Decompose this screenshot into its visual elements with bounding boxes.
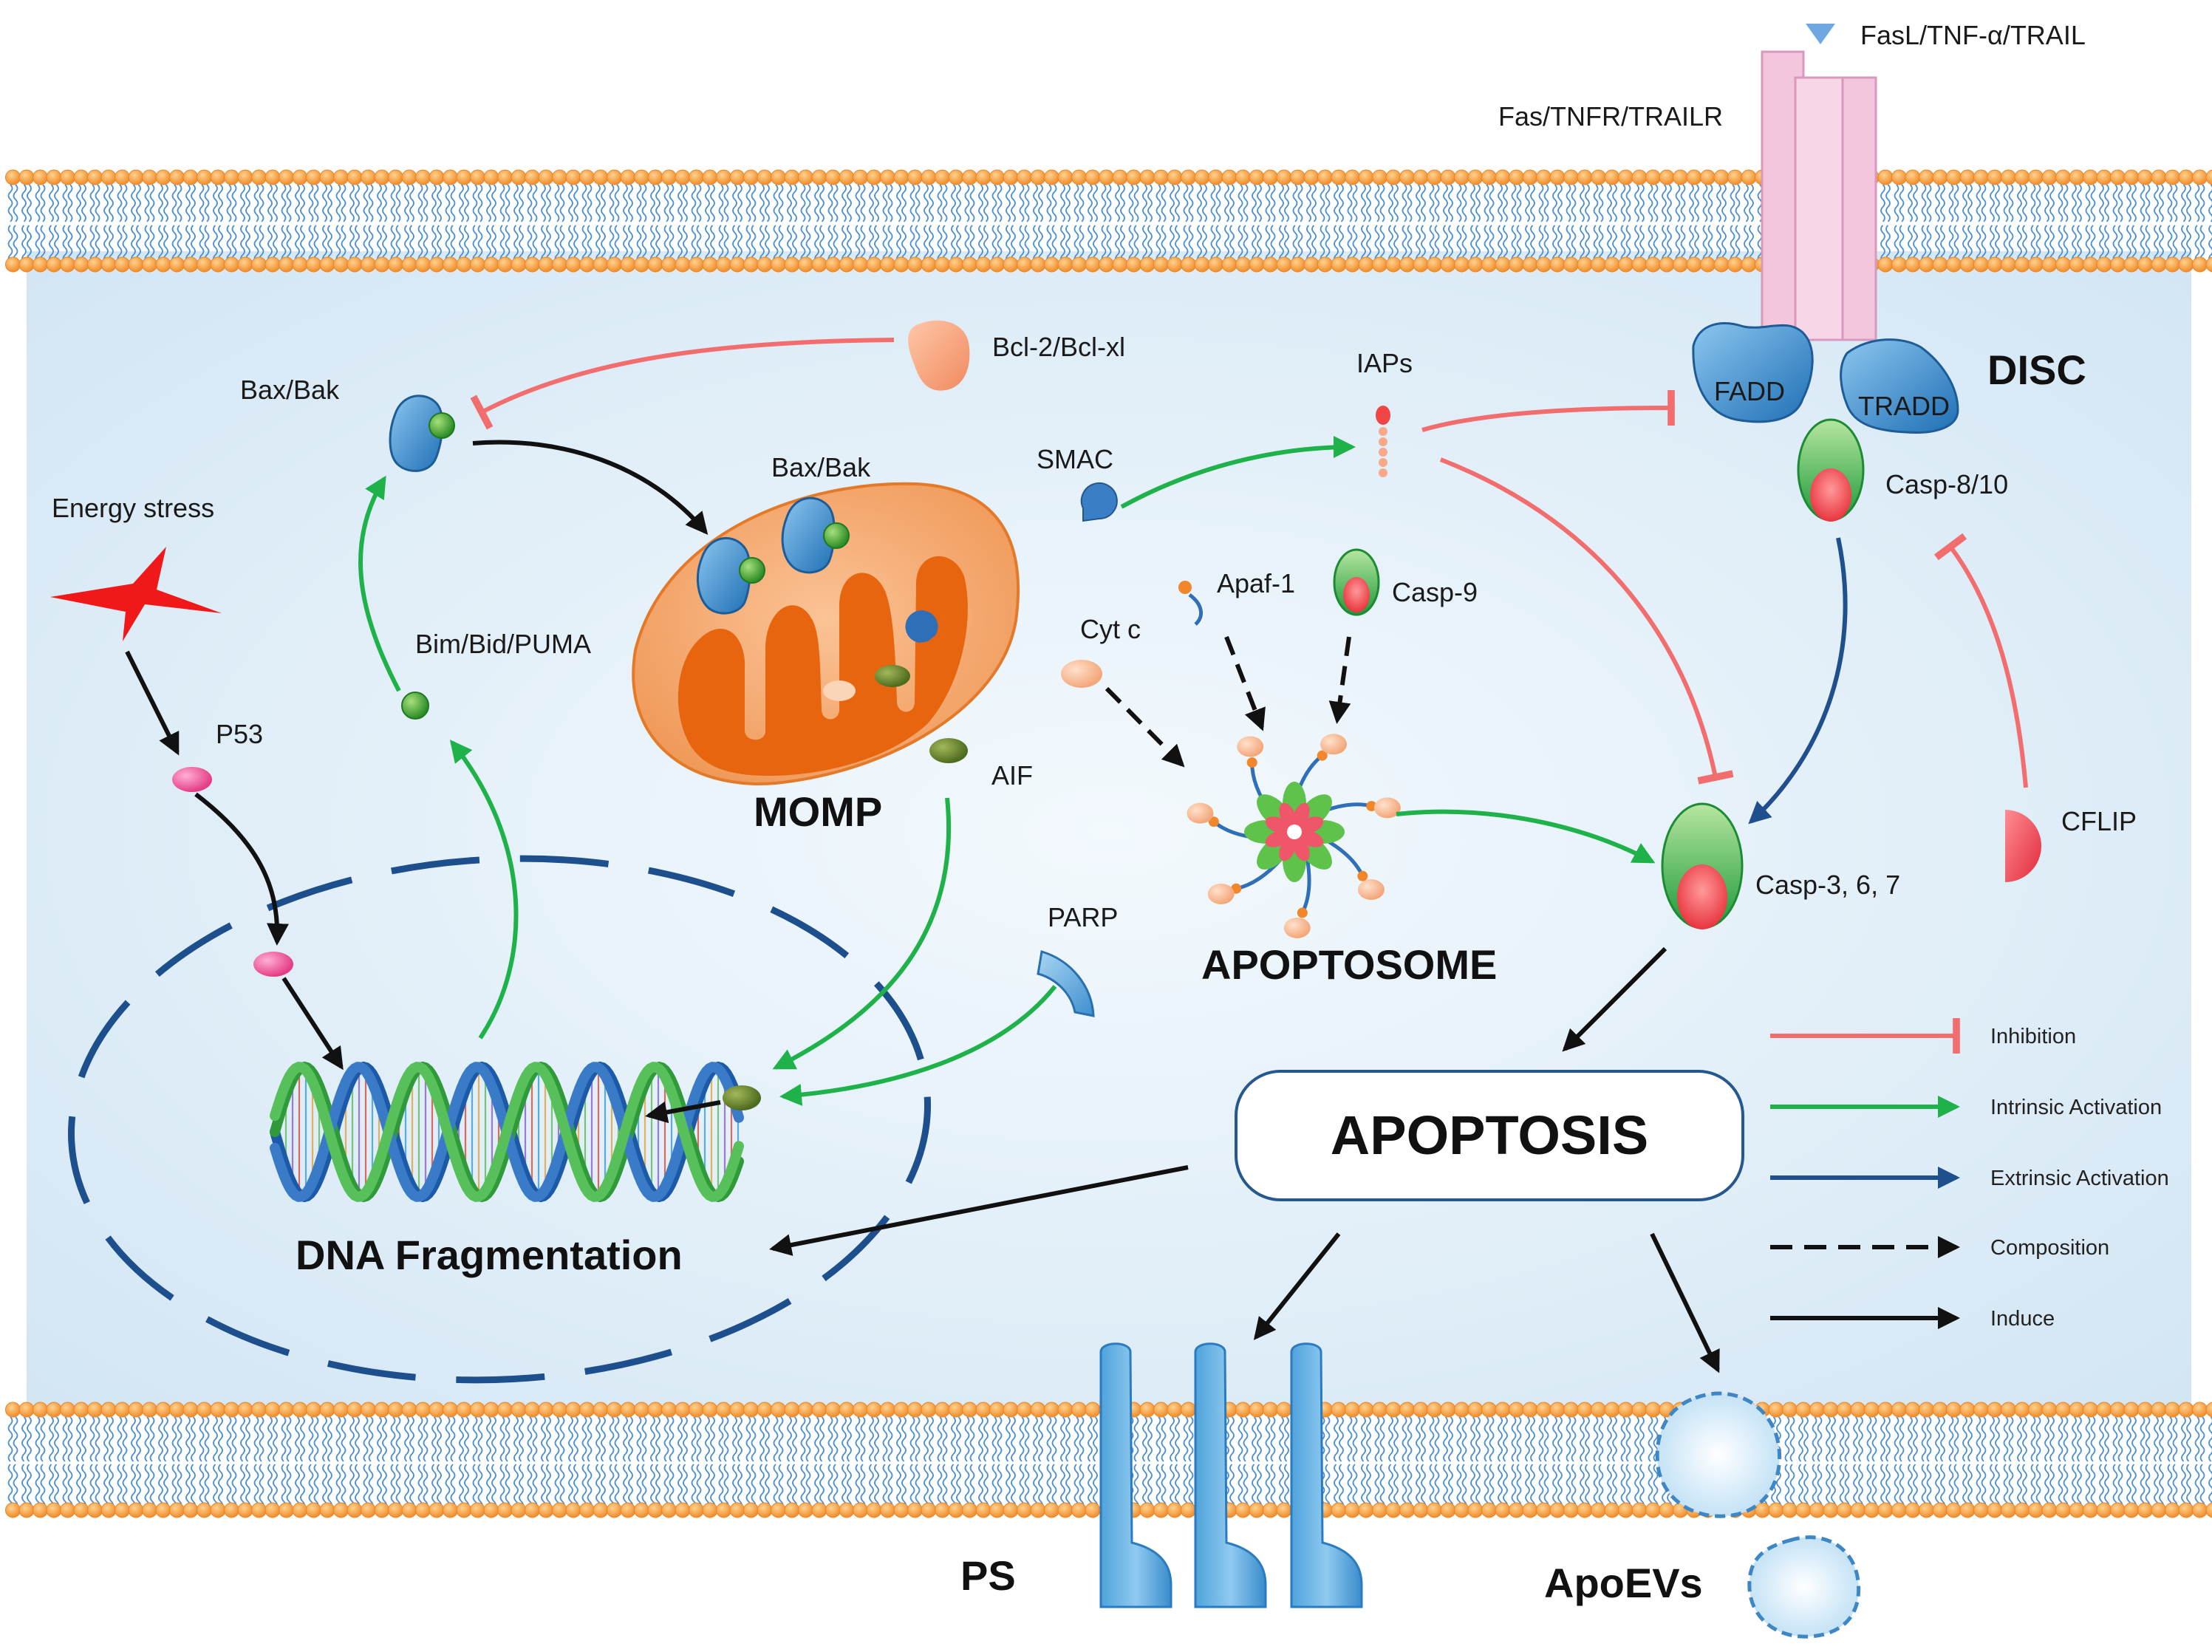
legend-item-composition: Composition: [1770, 1236, 2109, 1260]
dna-induces-bim-arrow: [449, 740, 519, 1040]
cytc-protein: [1061, 660, 1102, 688]
bax-bak-mito-label: Bax/Bak: [771, 452, 871, 482]
dna-fragmentation-label: DNA Fragmentation: [296, 1232, 683, 1278]
casp810-label: Casp-8/10: [1885, 469, 2008, 499]
ligand-triangle-icon: [1806, 24, 1835, 44]
ligand-label: FasL/TNF-α/TRAIL: [1860, 20, 2086, 50]
parp-label: PARP: [1048, 902, 1118, 932]
apaf1-label: Apaf-1: [1217, 568, 1295, 598]
pathway-arrows: [125, 338, 2028, 1373]
p53-to-dna-arrow: [281, 977, 344, 1071]
apoevs-label: ApoEVs: [1544, 1560, 1703, 1606]
plasma-membrane-bottom: [5, 1402, 2212, 1518]
cflip-inhibits-casp8-arrow: [1933, 533, 2028, 788]
legend-label: Induce: [1990, 1307, 2055, 1331]
casp9-composes-apoptosome-arrow: [1328, 636, 1351, 724]
cytc-composes-apoptosome-arrow: [1105, 686, 1185, 768]
casp3-to-apoptosis-arrow: [1562, 946, 1667, 1052]
smac-protein: [1080, 482, 1118, 522]
aif-binds-dna-arrow: [645, 1100, 721, 1124]
tradd-protein: [1840, 338, 1959, 434]
bax-bak-mito-protein: [697, 496, 850, 615]
iaps-inhibits-casp3-arrow: [1439, 457, 1734, 785]
cflip-protein: [2005, 810, 2041, 882]
apoptosis-to-dna-arrow: [769, 1165, 1189, 1256]
bcl2-inhibits-bax-arrow: [470, 338, 895, 430]
casp367-label: Casp-3, 6, 7: [1755, 870, 1900, 900]
apaf1-protein: [1178, 581, 1203, 626]
energy-stress-bolt-icon: [50, 547, 222, 641]
parp-protein: [1037, 950, 1095, 1017]
apoev-budding-vesicle: [1655, 1391, 1781, 1518]
smac-activates-iaps-arrow: [1120, 436, 1356, 509]
legend-item-intrinsic-activation: Intrinsic Activation: [1770, 1096, 2162, 1119]
bax-bak-top-protein: [389, 395, 455, 472]
apoptosis-to-ps-arrow: [1253, 1232, 1341, 1340]
fadd-protein: [1692, 322, 1814, 423]
caspase-3-6-7-icon: [1661, 802, 1744, 929]
p53-label: P53: [216, 719, 263, 749]
bcl2-protein: [908, 320, 970, 391]
apoptosome-activates-casp3-arrow: [1396, 809, 1656, 864]
caspase-8-10-icon: [1797, 418, 1865, 522]
p53-nuclear-protein: [253, 952, 293, 977]
disc-label: DISC: [1987, 347, 2086, 393]
tradd-label: TRADD: [1858, 391, 1950, 421]
legend-label: Intrinsic Activation: [1990, 1096, 2162, 1119]
nucleus-envelope: [68, 855, 931, 1384]
apoev-released-vesicle: [1747, 1535, 1861, 1639]
p53-to-nucleus-arrow: [194, 792, 289, 946]
bim-bid-puma-protein: [401, 692, 429, 720]
legend-item-induce: Induce: [1770, 1307, 2055, 1331]
caspase-9-icon: [1333, 548, 1380, 616]
legend-item-extrinsic-activation: Extrinsic Activation: [1770, 1167, 2169, 1190]
bcl2-label: Bcl-2/Bcl-xl: [992, 332, 1125, 362]
apoptosis-label: APOPTOSIS: [1331, 1105, 1648, 1166]
dna-helix: [270, 1061, 744, 1203]
aif-nuclear-protein: [723, 1085, 761, 1110]
cflip-label: CFLIP: [2061, 806, 2137, 836]
iaps-inhibits-fadd-arrow: [1421, 389, 1675, 432]
smac-label: SMAC: [1037, 444, 1113, 474]
cytc-label: Cyt c: [1080, 614, 1141, 644]
apoptosome-label: APOPTOSOME: [1201, 941, 1497, 988]
apoptosis-to-apoevs-arrow: [1650, 1232, 1720, 1373]
bim-activates-bax-arrow: [358, 475, 401, 692]
legend-label: Inhibition: [1990, 1025, 2076, 1048]
casp8-activates-casp3-arrow: [1748, 537, 1848, 825]
legend-label: Composition: [1990, 1236, 2109, 1260]
apoptosis-box: [1235, 1070, 1744, 1201]
iaps-label: IAPs: [1356, 348, 1413, 378]
casp9-label: Casp-9: [1392, 577, 1478, 607]
apaf1-composes-apoptosome-arrow: [1224, 635, 1266, 731]
aif-to-dna-arrow: [772, 797, 952, 1070]
iaps-protein: [1376, 406, 1390, 477]
legend-label: Extrinsic Activation: [1990, 1167, 2169, 1190]
aif-label: AIF: [991, 760, 1033, 791]
bax-to-mitochondria-arrow: [472, 440, 709, 535]
energy-stress-label: Energy stress: [52, 493, 214, 523]
p53-protein: [172, 767, 212, 792]
legend-item-inhibition: Inhibition: [1770, 1018, 2076, 1054]
bax-bak-top-label: Bax/Bak: [240, 375, 340, 405]
parp-to-dna-arrow: [779, 985, 1057, 1106]
apoptosome-core: [1244, 782, 1345, 882]
fadd-label: FADD: [1714, 376, 1785, 406]
aif-protein: [929, 738, 968, 763]
momp-label: MOMP: [754, 788, 882, 835]
death-receptor: [1761, 50, 1877, 341]
ps-label: PS: [960, 1552, 1016, 1599]
ps-proteins: [1099, 1342, 1363, 1608]
stress-to-p53-arrow: [125, 650, 180, 756]
receptor-label: Fas/TNFR/TRAILR: [1498, 101, 1723, 132]
bim-bid-puma-label: Bim/Bid/PUMA: [415, 629, 591, 659]
